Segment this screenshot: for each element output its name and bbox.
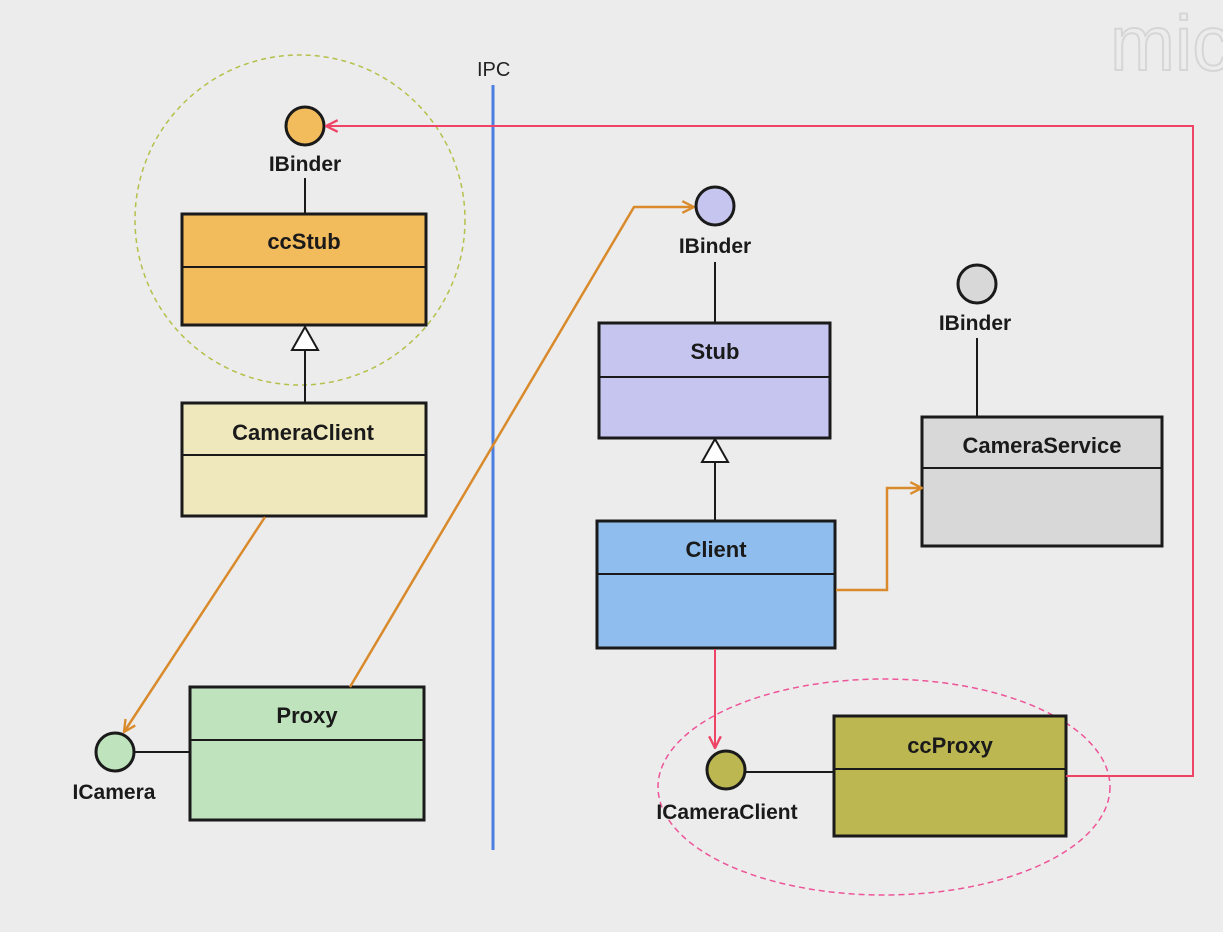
arrow-client-cameraservice bbox=[836, 488, 922, 592]
class-cameraclient[interactable]: CameraClient bbox=[180, 401, 428, 518]
watermark: mic bbox=[1110, 0, 1223, 87]
class-stub[interactable]: Stub bbox=[597, 321, 832, 440]
arrow-proxy-stub-ibinder bbox=[348, 207, 694, 688]
class-ccproxy[interactable]: ccProxy bbox=[832, 714, 1068, 838]
icamera-icon bbox=[94, 731, 136, 773]
ccstub-highlight-circle bbox=[134, 54, 466, 386]
ccstub-ibinder-label: IBinder bbox=[269, 153, 341, 176]
arrow-ccproxy-ccstub-ibinder bbox=[326, 126, 1194, 777]
class-ccstub-name: ccStub bbox=[267, 229, 340, 254]
inherit-client-stub-head bbox=[700, 436, 730, 463]
class-proxy[interactable]: Proxy bbox=[188, 685, 426, 822]
class-cameraservice[interactable]: CameraService bbox=[920, 415, 1164, 548]
class-proxy-name: Proxy bbox=[276, 703, 338, 728]
class-ccproxy-name: ccProxy bbox=[907, 733, 993, 758]
stub-ibinder-label: IBinder bbox=[679, 235, 751, 258]
cameraservice-ibinder-label: IBinder bbox=[939, 312, 1011, 335]
ipc-label: IPC bbox=[477, 59, 510, 81]
class-client-name: Client bbox=[685, 537, 747, 562]
class-ccstub[interactable]: ccStub bbox=[180, 212, 428, 327]
ccproxy-highlight-ellipse bbox=[657, 678, 1111, 896]
class-cameraclient-name: CameraClient bbox=[232, 420, 375, 445]
icameraclient-label: ICameraClient bbox=[656, 801, 797, 824]
class-cameraservice-name: CameraService bbox=[962, 433, 1121, 458]
icamera-label: ICamera bbox=[73, 781, 156, 804]
cameraservice-ibinder-icon bbox=[956, 263, 998, 305]
icameraclient-icon bbox=[705, 749, 747, 791]
class-stub-name: Stub bbox=[691, 339, 740, 364]
inherit-cameraclient-ccstub-head bbox=[290, 324, 320, 351]
arrow-cameraclient-icamera bbox=[124, 516, 267, 732]
stub-ibinder-icon bbox=[694, 185, 736, 227]
ccstub-ibinder-icon bbox=[284, 105, 326, 147]
class-client[interactable]: Client bbox=[595, 519, 837, 650]
